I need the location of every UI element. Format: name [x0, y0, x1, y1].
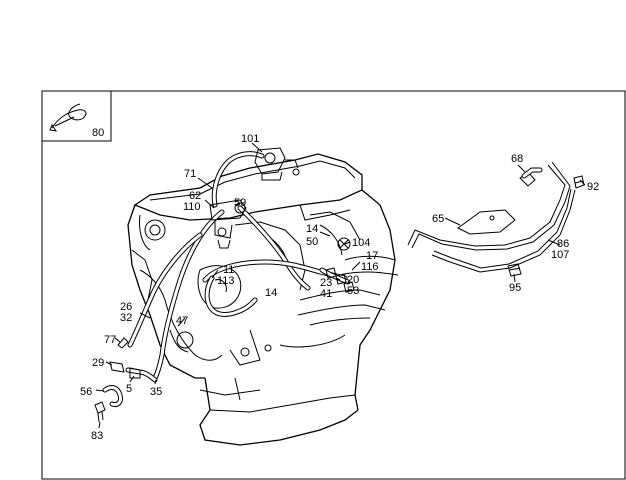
callout-101: 101 [241, 133, 259, 145]
callout-23: 23 [320, 277, 332, 289]
vacuum-unit-101 [254, 147, 300, 181]
callout-17: 17 [366, 250, 378, 262]
fittings-20-53 [325, 267, 355, 293]
callout-113: 113 [217, 275, 235, 287]
callout-83: 83 [91, 430, 103, 442]
callout-14-front: 14 [265, 287, 277, 299]
fitting-29 [109, 361, 125, 373]
callout-41: 41 [320, 288, 332, 300]
callout-20: 20 [347, 274, 359, 286]
connector-83 [94, 401, 106, 423]
callout-65: 65 [432, 213, 444, 225]
callout-labels: 101 71 62 110 59 68 92 65 86 107 95 14 5… [80, 133, 599, 442]
leader-lines [95, 142, 586, 429]
callout-50: 50 [306, 236, 318, 248]
callout-11: 11 [223, 264, 234, 276]
callout-47: 47 [176, 315, 188, 327]
vacuum-pipe-86-107 [431, 188, 576, 273]
callout-53: 53 [347, 285, 359, 297]
fitting-77 [117, 337, 129, 349]
vacuum-valve-59 [209, 199, 247, 249]
callout-104: 104 [352, 237, 370, 249]
inset-clip-80: 80 [41, 90, 112, 142]
vacuum-pipe-65 [407, 161, 571, 251]
callout-29: 29 [92, 357, 104, 369]
engine-block [127, 153, 399, 446]
callout-110: 110 [183, 201, 201, 213]
callout-32: 32 [120, 312, 132, 324]
callout-59: 59 [234, 197, 246, 209]
callout-80: 80 [92, 127, 104, 139]
callout-86: 86 [557, 238, 569, 250]
callout-56: 56 [80, 386, 92, 398]
cap-95 [507, 263, 522, 277]
callout-77: 77 [104, 334, 116, 346]
diagram-frame [41, 90, 626, 480]
callout-68: 68 [511, 153, 523, 165]
fitting-5 [129, 367, 141, 379]
callout-107: 107 [551, 249, 569, 261]
callout-35: 35 [150, 386, 162, 398]
callout-71: 71 [184, 168, 196, 180]
callout-92: 92 [587, 181, 599, 193]
hose-56 [102, 385, 123, 407]
callout-95: 95 [509, 282, 521, 294]
callout-26: 26 [120, 301, 132, 313]
callout-5: 5 [126, 383, 132, 395]
vacuum-hoses [125, 151, 351, 383]
callout-116: 116 [361, 261, 379, 273]
callout-62: 62 [189, 190, 201, 202]
callout-14-top: 14 [306, 223, 318, 235]
